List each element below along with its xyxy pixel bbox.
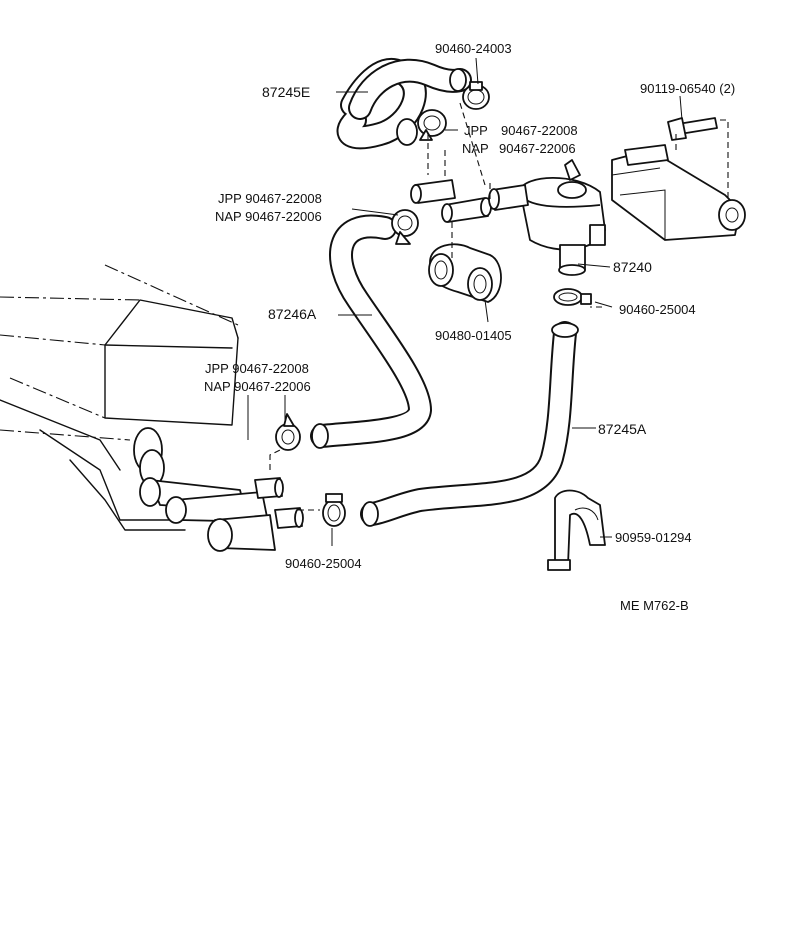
valve-87240: [488, 159, 606, 276]
label-90480-01405: 90480-01405: [435, 328, 512, 343]
label-90119-06540: 90119-06540 (2): [640, 81, 735, 96]
label-jpp-a-tag: JPP: [464, 123, 488, 138]
label-jpp-c: JPP 90467-22008: [205, 361, 309, 376]
label-90460-25004-bottom: 90460-25004: [285, 556, 362, 571]
guide-lines: [269, 102, 729, 511]
footer-code: ME M762-B: [620, 598, 689, 613]
label-nap-b: NAP 90467-22006: [215, 209, 322, 224]
label-nap-c: NAP 90467-22006: [204, 379, 311, 394]
clamp-90460-25004-right: [553, 288, 592, 306]
label-87246a: 87246A: [268, 306, 317, 322]
bolt-90119-06540: [667, 117, 718, 141]
hose-87246a: [310, 214, 432, 449]
hose-87245e: [336, 58, 472, 150]
clamp-90460-25004-bottom: [322, 493, 346, 527]
grommet-90480-01405: [428, 243, 502, 303]
label-90460-24003: 90460-24003: [435, 41, 512, 56]
leader-lines: [247, 57, 683, 546]
label-jpp-a-num: 90467-22008: [501, 123, 578, 138]
engine-block: [0, 264, 304, 552]
label-87240: 87240: [613, 259, 652, 275]
part-labels: 87245E 90460-24003 90119-06540 (2) JPP 9…: [204, 41, 735, 613]
label-90959-01294: 90959-01294: [615, 530, 692, 545]
label-90460-25004-right: 90460-25004: [619, 302, 696, 317]
label-87245a: 87245A: [598, 421, 647, 437]
hose-87245a: [360, 321, 579, 527]
label-nap-a-tag: NAP: [462, 141, 489, 156]
clamp-upper-left: [417, 109, 447, 141]
clamp-heater: [275, 413, 301, 451]
label-nap-a-num: 90467-22006: [499, 141, 576, 156]
label-87245e: 87245E: [262, 84, 310, 100]
bracket: [611, 144, 746, 241]
clamp-mid-left: [391, 209, 419, 245]
clip-90959-01294: [547, 489, 606, 571]
connector-pipes: [410, 179, 492, 223]
label-jpp-b: JPP 90467-22008: [218, 191, 322, 206]
clamp-90460-24003: [462, 81, 490, 110]
